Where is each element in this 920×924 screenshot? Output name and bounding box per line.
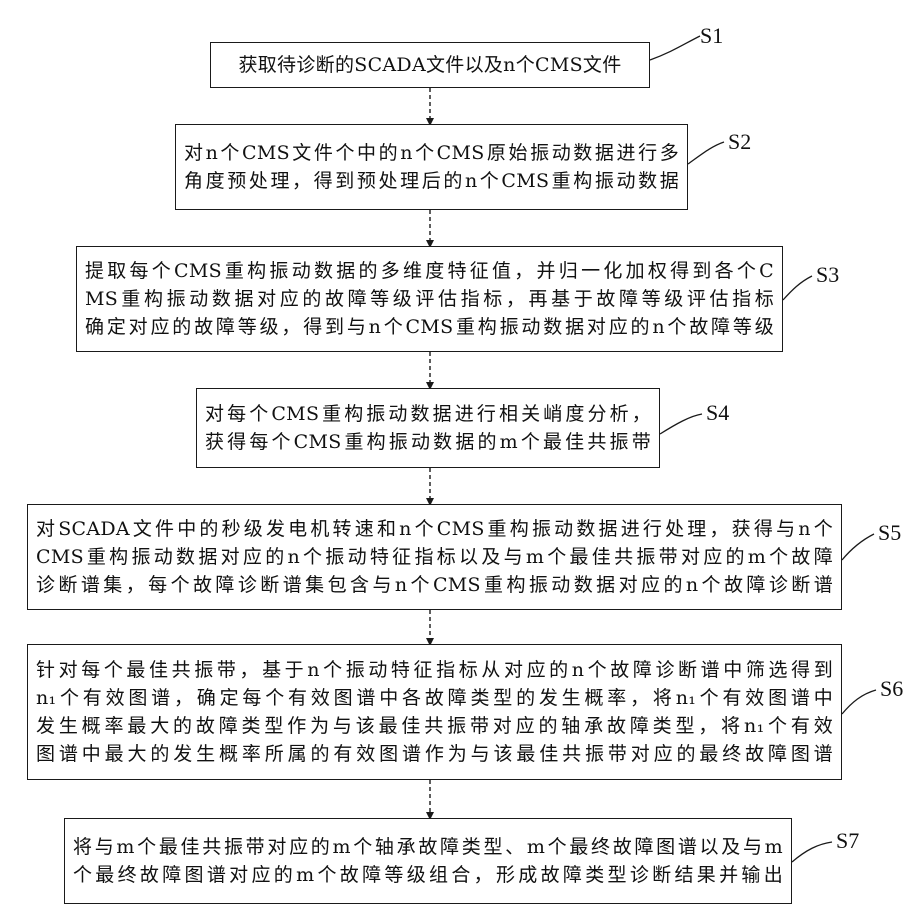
step-s2-line-1: 对n个CMS文件个中的n个CMS原始振动数据进行多 [184, 139, 679, 167]
step-s4-line-2: 获得每个CMS重构振动数据的m个最佳共振带 [205, 428, 651, 456]
step-s3-label: S3 [816, 263, 839, 287]
step-s1-label: S1 [700, 24, 723, 48]
step-s6-box: 针对每个最佳共振带，基于n个振动特征指标从对应的n个故障诊断谱中筛选得到 n₁个… [27, 644, 842, 780]
step-s6-label: S6 [880, 677, 903, 701]
step-s2-label: S2 [728, 130, 751, 154]
step-s5-line-3: 诊断谱集，每个故障诊断谱集包含与n个CMS重构振动数据对应的n个故障诊断谱 [36, 571, 833, 599]
step-s5-line-2: CMS重构振动数据对应的n个振动特征指标以及与m个最佳共振带对应的m个故障 [36, 543, 833, 571]
step-s3-line-1: 提取每个CMS重构振动数据的多维度特征值，并归一化加权得到各个C [85, 257, 774, 285]
step-s6-line-3: 发生概率最大的故障类型作为与该最佳共振带对应的轴承故障类型，将n₁个有效 [36, 712, 833, 740]
step-s7-box: 将与m个最佳共振带对应的m个轴承故障类型、m个最终故障图谱以及与m 个最终故障图… [64, 818, 792, 904]
step-s3-line-2: MS重构振动数据对应的故障等级评估指标，再基于故障等级评估指标 [85, 285, 774, 313]
step-s4-label: S4 [706, 401, 729, 425]
leader-s1 [650, 36, 700, 60]
leader-s6 [842, 690, 876, 714]
step-s5-box: 对SCADA文件中的秒级发电机转速和n个CMS重构振动数据进行处理，获得与n个 … [27, 504, 842, 610]
step-s6-line-2: n₁个有效图谱，确定每个有效图谱中各故障类型的发生概率，将n₁个有效图谱中 [36, 684, 833, 712]
step-s1-box: 获取待诊断的SCADA文件以及n个CMS文件 [210, 42, 650, 88]
step-s7-line-1: 将与m个最佳共振带对应的m个轴承故障类型、m个最终故障图谱以及与m [73, 833, 783, 861]
leader-s3 [783, 276, 812, 300]
leader-s4 [660, 414, 702, 434]
step-s2-box: 对n个CMS文件个中的n个CMS原始振动数据进行多 角度预处理，得到预处理后的n… [175, 124, 688, 210]
step-s7-label: S7 [836, 829, 859, 853]
step-s3-line-3: 确定对应的故障等级，得到与n个CMS重构振动数据对应的n个故障等级 [85, 313, 774, 341]
leader-s2 [688, 142, 724, 164]
leader-s7 [792, 842, 832, 862]
step-s6-line-4: 图谱中最大的发生概率所属的有效图谱作为与该最佳共振带对应的最终故障图谱 [36, 740, 833, 768]
leader-s5 [842, 534, 874, 560]
step-s3-box: 提取每个CMS重构振动数据的多维度特征值，并归一化加权得到各个C MS重构振动数… [76, 246, 783, 352]
step-s6-line-1: 针对每个最佳共振带，基于n个振动特征指标从对应的n个故障诊断谱中筛选得到 [36, 656, 833, 684]
step-s4-box: 对每个CMS重构振动数据进行相关峭度分析， 获得每个CMS重构振动数据的m个最佳… [196, 388, 660, 468]
step-s4-line-1: 对每个CMS重构振动数据进行相关峭度分析， [205, 400, 651, 428]
step-s2-line-2: 角度预处理，得到预处理后的n个CMS重构振动数据 [184, 167, 679, 195]
step-s5-label: S5 [878, 521, 901, 545]
step-s1-line-1: 获取待诊断的SCADA文件以及n个CMS文件 [219, 51, 641, 79]
step-s7-line-2: 个最终故障图谱对应的m个故障等级组合，形成故障类型诊断结果并输出 [73, 861, 783, 889]
step-s5-line-1: 对SCADA文件中的秒级发电机转速和n个CMS重构振动数据进行处理，获得与n个 [36, 515, 833, 543]
